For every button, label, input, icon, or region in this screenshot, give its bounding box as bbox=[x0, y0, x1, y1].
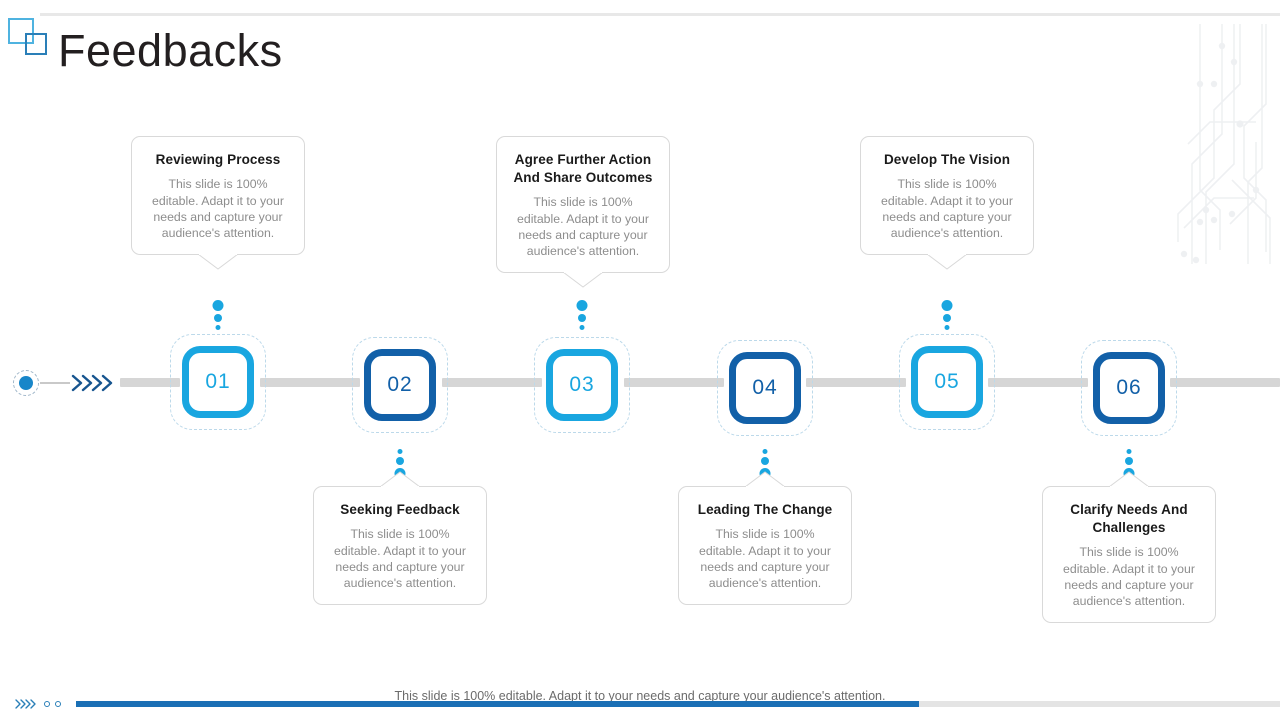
timeline-rail-segment bbox=[624, 378, 724, 387]
card-pointer-icon bbox=[745, 471, 785, 487]
dot-large-icon bbox=[576, 300, 588, 311]
node-number: 02 bbox=[387, 373, 413, 396]
footer-progress-fill bbox=[76, 701, 919, 707]
footer-note: This slide is 100% editable. Adapt it to… bbox=[394, 689, 886, 703]
card-pointer-icon bbox=[927, 253, 967, 270]
start-connector-line bbox=[40, 382, 70, 384]
card-title: Reviewing Process bbox=[155, 152, 281, 167]
node-number: 06 bbox=[1116, 376, 1142, 399]
dot-medium-icon bbox=[1125, 457, 1133, 465]
timeline-rail-segment bbox=[442, 378, 542, 387]
card-title: Seeking Feedback bbox=[340, 502, 460, 517]
dot-large-icon bbox=[941, 300, 953, 311]
node-dashed-outline bbox=[170, 334, 266, 430]
top-divider bbox=[40, 13, 1280, 16]
dot-icon bbox=[19, 376, 33, 390]
timeline-node-02[interactable]: 02 bbox=[352, 337, 448, 433]
node-dashed-outline bbox=[1081, 340, 1177, 436]
circle-outline-icon bbox=[44, 701, 50, 707]
dot-medium-icon bbox=[396, 457, 404, 465]
node-dashed-outline bbox=[534, 337, 630, 433]
circle-outline-icon bbox=[55, 701, 61, 707]
node-number: 01 bbox=[205, 370, 231, 393]
page-title: Feedbacks bbox=[58, 25, 283, 76]
card-title: Develop The Vision bbox=[883, 152, 1011, 167]
connector-dots-03 bbox=[575, 300, 589, 334]
dot-small-icon bbox=[944, 325, 950, 330]
node-box bbox=[1093, 352, 1165, 424]
timeline-rail-segment bbox=[988, 378, 1088, 387]
timeline-rail-segment bbox=[120, 378, 180, 387]
card-pointer-icon bbox=[198, 253, 238, 270]
dot-small-icon bbox=[215, 325, 221, 330]
node-box bbox=[911, 346, 983, 418]
node-box bbox=[729, 352, 801, 424]
node-number: 05 bbox=[934, 370, 960, 393]
card-leading-the-change[interactable]: Leading The Change This slide is 100% ed… bbox=[678, 471, 852, 605]
timeline-rail-segment bbox=[260, 378, 360, 387]
timeline-node-03[interactable]: 03 bbox=[534, 337, 630, 433]
card-body: This slide is 100% editable. Adapt it to… bbox=[699, 527, 831, 591]
card-body: This slide is 100% editable. Adapt it to… bbox=[1063, 545, 1195, 609]
node-box bbox=[364, 349, 436, 421]
timeline-node-06[interactable]: 06 bbox=[1081, 340, 1177, 436]
node-box bbox=[546, 349, 618, 421]
dot-medium-icon bbox=[578, 314, 586, 322]
timeline-node-05[interactable]: 05 bbox=[899, 334, 995, 430]
node-number: 03 bbox=[569, 373, 595, 396]
connector-dots-01 bbox=[211, 300, 225, 334]
card-clarify-needs-and-challenges[interactable]: Clarify Needs And Challenges This slide … bbox=[1042, 471, 1216, 623]
card-reviewing-process[interactable]: Reviewing Process This slide is 100% edi… bbox=[131, 136, 305, 270]
dot-small-icon bbox=[579, 325, 585, 330]
chevrons-right-icon bbox=[70, 370, 118, 396]
dot-small-icon bbox=[397, 449, 403, 454]
card-pointer-icon bbox=[380, 471, 420, 487]
card-body: This slide is 100% editable. Adapt it to… bbox=[517, 195, 649, 259]
node-box bbox=[182, 346, 254, 418]
node-number: 04 bbox=[752, 376, 778, 399]
node-dashed-outline bbox=[352, 337, 448, 433]
node-dashed-outline bbox=[717, 340, 813, 436]
footer-dots-decoration bbox=[44, 700, 70, 710]
square-outline-small-icon bbox=[25, 33, 47, 55]
card-body: This slide is 100% editable. Adapt it to… bbox=[334, 527, 466, 591]
card-pointer-icon bbox=[1109, 471, 1149, 487]
card-seeking-feedback[interactable]: Seeking Feedback This slide is 100% edit… bbox=[313, 471, 487, 605]
dashed-circle-icon bbox=[13, 370, 39, 396]
timeline-node-01[interactable]: 01 bbox=[170, 334, 266, 430]
node-dashed-outline bbox=[899, 334, 995, 430]
card-body: This slide is 100% editable. Adapt it to… bbox=[152, 177, 284, 241]
dot-small-icon bbox=[1126, 449, 1132, 454]
dot-medium-icon bbox=[943, 314, 951, 322]
dot-medium-icon bbox=[214, 314, 222, 322]
card-develop-the-vision[interactable]: Develop The Vision This slide is 100% ed… bbox=[860, 136, 1034, 270]
card-title: Leading The Change bbox=[697, 502, 833, 517]
connector-dots-05 bbox=[940, 300, 954, 334]
square-outline-large-icon bbox=[8, 18, 34, 44]
timeline-start-marker bbox=[13, 370, 39, 396]
dot-medium-icon bbox=[761, 457, 769, 465]
card-title: Agree Further Action And Share Outcomes bbox=[513, 152, 653, 186]
footer-chevrons-icon bbox=[14, 697, 40, 711]
card-agree-further-action-and-share-outcomes[interactable]: Agree Further Action And Share Outcomes … bbox=[496, 136, 670, 288]
card-pointer-icon bbox=[563, 271, 603, 288]
dot-large-icon bbox=[212, 300, 224, 311]
corner-squares-decoration bbox=[8, 18, 54, 60]
dot-small-icon bbox=[762, 449, 768, 454]
card-body: This slide is 100% editable. Adapt it to… bbox=[881, 177, 1013, 241]
timeline-rail-segment bbox=[806, 378, 906, 387]
timeline-rail-segment bbox=[1170, 378, 1280, 387]
timeline-node-04[interactable]: 04 bbox=[717, 340, 813, 436]
card-title: Clarify Needs And Challenges bbox=[1070, 502, 1188, 536]
